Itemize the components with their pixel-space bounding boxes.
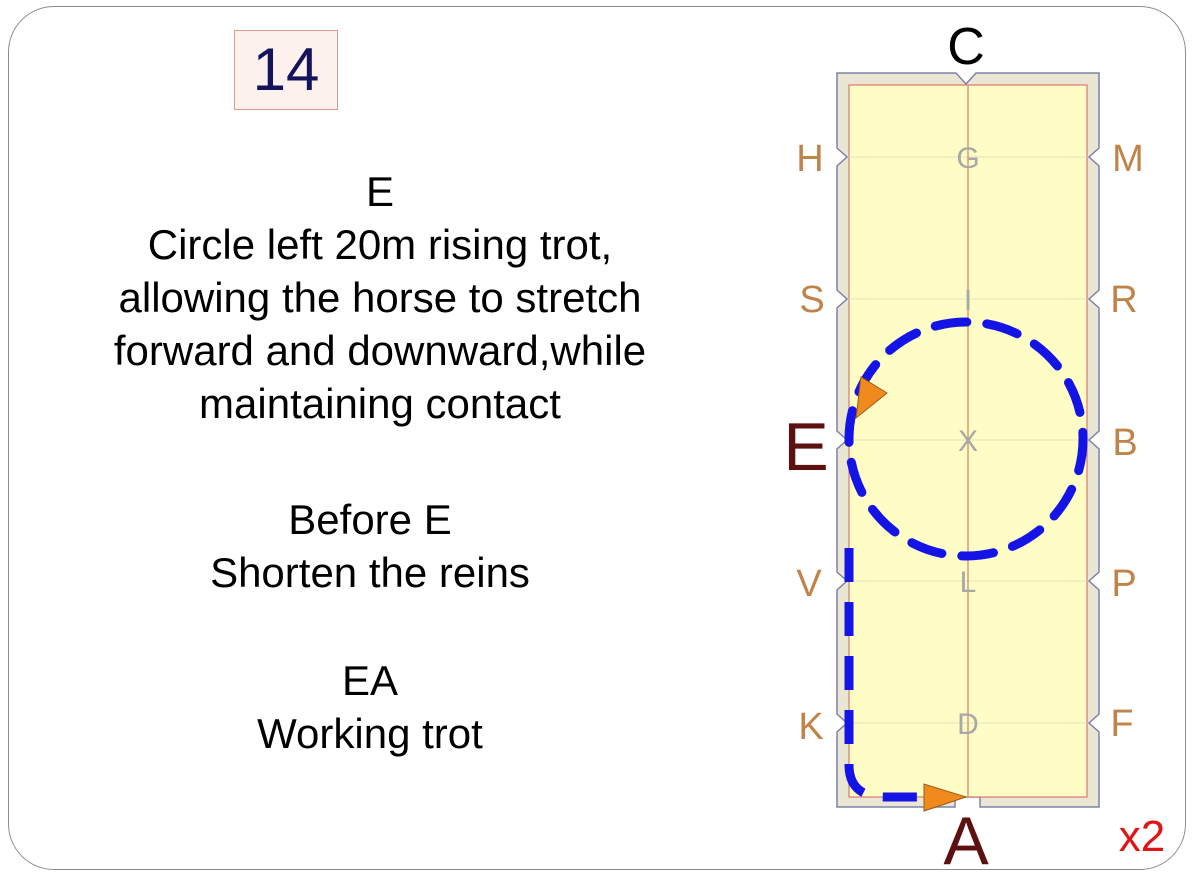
step-number: 14 [252, 36, 320, 103]
movement-line: Working trot [257, 710, 483, 757]
movement-line: Shorten the reins [210, 549, 530, 596]
step-number-badge: 14 [234, 30, 338, 110]
movement-block-reins: Before E Shorten the reins [30, 493, 710, 599]
movement-line: maintaining contact [199, 380, 561, 427]
movement-marker: Before E [288, 496, 452, 543]
movement-line: allowing the horse to stretch [118, 274, 642, 321]
movement-block-circle: E Circle left 20m rising trot, allowing … [40, 165, 720, 430]
movement-line: forward and downward,while [113, 327, 647, 374]
movement-block-trot: EA Working trot [30, 654, 710, 760]
movement-marker: EA [341, 657, 399, 704]
movement-line: Circle left 20m rising trot, [147, 221, 613, 268]
movement-marker: E [365, 168, 394, 215]
